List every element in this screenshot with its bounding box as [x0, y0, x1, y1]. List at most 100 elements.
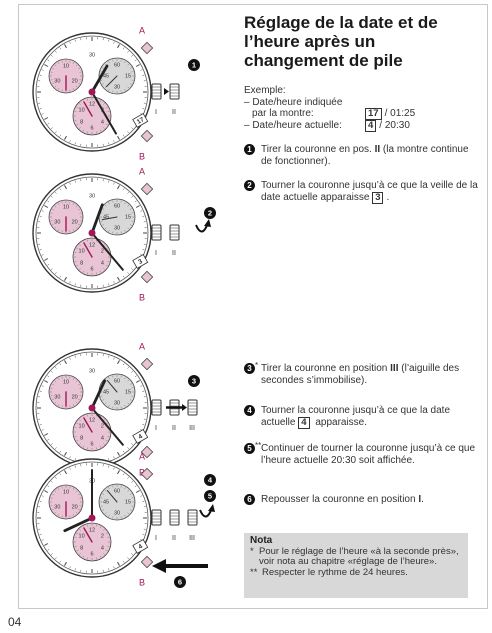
crown-position-label: II: [172, 535, 176, 542]
subdial-tick: [131, 212, 134, 214]
subdial-tick: [54, 64, 57, 67]
subdial-tick: [50, 71, 53, 73]
crown-position-label: I: [155, 535, 157, 542]
hour-hand: [90, 379, 107, 410]
subdial-tick: [104, 512, 107, 515]
subdial-tick: [61, 89, 63, 92]
subdial-tick: [95, 557, 97, 560]
subdial-label: 10: [79, 248, 85, 254]
subdial-tick: [76, 123, 79, 126]
subdial-tick: [102, 67, 105, 69]
step-badge: [204, 207, 216, 219]
pull-arrow-head: [182, 404, 187, 411]
dial-tick: [50, 268, 53, 270]
dial-tick: [122, 473, 125, 476]
example-current-label: – Date/heure actuelle:: [244, 119, 342, 131]
dial-tick: [113, 182, 115, 185]
dial-tick: [108, 283, 110, 286]
subdial-tick: [78, 508, 80, 511]
dial-tick: [113, 467, 115, 470]
subdial-label: 8: [80, 119, 83, 125]
minute-hand: [91, 407, 124, 446]
dial-tick: [134, 375, 137, 378]
subdial-right-hand: [106, 490, 118, 503]
subdial-tick: [105, 439, 108, 442]
subdial-label: 60: [114, 378, 120, 384]
step-badge: 1: [244, 144, 255, 155]
dial-tick: [41, 495, 44, 497]
dial-tick: [122, 450, 125, 453]
example-current-time: / 20:30: [379, 119, 410, 131]
dial-tick: [142, 424, 145, 426]
hour-hand: [90, 64, 109, 94]
step-badge: [174, 576, 186, 588]
pusher-a: [140, 357, 154, 371]
subdial-label: 12: [89, 417, 95, 423]
subdial-tick: [54, 205, 57, 208]
date-window: [132, 112, 149, 128]
subdial-label: 30: [54, 394, 60, 400]
crown-position-label: I: [155, 109, 157, 116]
subdial-tick: [75, 226, 78, 229]
subdial-label: 60: [114, 203, 120, 209]
subdial-label: 45: [103, 214, 109, 220]
step-text: Tirer la couronne en pos.: [261, 144, 375, 155]
subdial-tick: [52, 223, 54, 226]
subdial-tick: [131, 220, 134, 222]
subdial-tick: [99, 526, 102, 529]
subdial-label: 10: [79, 423, 85, 429]
dial-tick: [131, 268, 134, 270]
dial-tick: [69, 467, 71, 470]
subdial-label: 15: [125, 214, 131, 220]
subdial-tick: [124, 61, 126, 64]
dial-tick: [41, 385, 44, 387]
subdial-label: 10: [63, 489, 69, 495]
dial-tick: [41, 539, 44, 541]
subdial-tick: [72, 488, 75, 490]
dial-tick: [55, 557, 57, 560]
dial-tick: [74, 39, 76, 42]
subdial-tick: [105, 106, 108, 109]
dial-tick: [39, 74, 42, 76]
dial-tick: [44, 64, 49, 67]
subdial-tick: [103, 103, 105, 105]
subdial-tick: [108, 487, 110, 490]
subdial-tick: [100, 505, 103, 507]
subdial-tick: [105, 264, 108, 267]
crown-position: [151, 224, 162, 241]
subdial-tick: [75, 205, 78, 208]
subdial-tick: [129, 509, 132, 511]
subdial-tick: [127, 204, 130, 207]
subdial-right-hand: [101, 216, 118, 221]
dial-tick: [113, 456, 115, 459]
dial-tick: [117, 185, 120, 190]
subdial-tick: [74, 537, 77, 539]
subdial-tick: [127, 63, 130, 66]
subdial-label: 6: [90, 125, 93, 131]
subdial-tick: [52, 82, 54, 85]
dial-tick: [135, 380, 140, 383]
crown-position: [151, 509, 162, 526]
step-text: .: [421, 494, 424, 505]
dial-tick: [108, 465, 110, 468]
subdial-label: 30: [54, 78, 60, 84]
subdial-tick: [99, 270, 102, 273]
subdial-tick: [129, 399, 132, 401]
subdial-tick: [72, 378, 75, 380]
subdial-tick: [61, 405, 63, 408]
dial-tick: [64, 451, 67, 456]
subdial-tick: [74, 260, 77, 262]
subdial-tick: [76, 532, 79, 535]
dial-tick: [39, 534, 42, 536]
subdial-tick: [50, 387, 53, 389]
hour-hand: [90, 203, 104, 235]
crown-position-label: I: [155, 425, 157, 432]
subdial-tick: [102, 224, 105, 226]
subdial-tick: [129, 383, 132, 385]
subdial-tick: [103, 268, 105, 270]
dial-tick: [64, 185, 67, 190]
dial-tick: [47, 438, 50, 441]
subdial-tick: [50, 212, 53, 214]
dial-tick: [64, 276, 67, 281]
